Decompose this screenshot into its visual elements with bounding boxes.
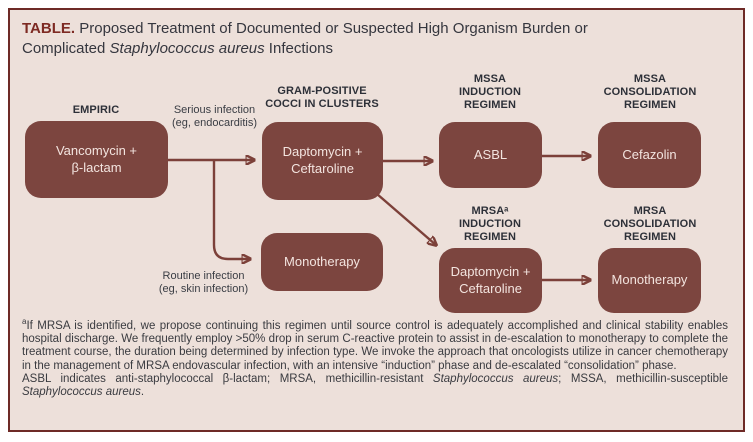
table-title: TABLE. Proposed Treatment of Documented …: [22, 19, 722, 59]
node-vancomycin-beta-lactam: Vancomycin + β-lactam: [25, 121, 168, 198]
col-header-mrsa-induction: MRSAᵃ INDUCTION REGIMEN: [458, 205, 521, 243]
title-line-2: Complicated Staphylococcus aureus Infect…: [22, 39, 722, 59]
footnote-text-1: If MRSA is identified, we propose contin…: [22, 320, 728, 372]
footnote-abbrev-text-2: ; MSSA, methicillin-susceptible: [558, 372, 728, 385]
col-header-mssa-consolidation: MSSA CONSOLIDATION REGIMEN: [603, 73, 697, 111]
footnote-superscript: a: [22, 317, 27, 327]
node-monotherapy-mrsa: Monotherapy: [598, 248, 701, 313]
col-header-mrsa-consolidation: MRSA CONSOLIDATION REGIMEN: [603, 205, 697, 243]
col-header-mssa-induction: MSSA INDUCTION REGIMEN: [458, 73, 521, 111]
title-line-1: TABLE. Proposed Treatment of Documented …: [22, 19, 722, 39]
node-monotherapy-gp: Monotherapy: [261, 233, 383, 291]
edge-label-serious-infection: Serious infection (eg, endocarditis): [172, 104, 257, 129]
footnote-italic-species-1: Staphylococcus aureus: [432, 372, 559, 385]
node-asbl: ASBL: [439, 122, 542, 188]
col-header-empiric: EMPIRIC: [72, 104, 120, 116]
node-daptomycin-ceftaroline-mrsa: Daptomycin + Ceftaroline: [439, 248, 542, 313]
footnote-abbrev-text-1: ASBL indicates anti-staphylococcal β-lac…: [22, 372, 433, 385]
title-label: TABLE.: [22, 20, 76, 37]
footnote-paragraph-1: aIf MRSA is identified, we propose conti…: [22, 317, 728, 373]
title-text-1: Proposed Treatment of Documented or Susp…: [75, 20, 588, 37]
footnote-abbrev-text-3: .: [140, 386, 145, 399]
title-text-3: Infections: [264, 39, 334, 57]
title-text-2: Complicated: [22, 39, 110, 57]
footnote-paragraph-2: ASBL indicates anti-staphylococcal β-lac…: [22, 373, 728, 399]
col-header-gram-positive-cocci: GRAM-POSITIVE COCCI IN CLUSTERS: [265, 85, 379, 110]
title-italic-species: Staphylococcus aureus: [109, 39, 265, 57]
node-daptomycin-ceftaroline-gp: Daptomycin + Ceftaroline: [262, 122, 383, 200]
footnote-italic-species-2: Staphylococcus aureus: [22, 386, 141, 399]
node-cefazolin: Cefazolin: [598, 122, 701, 188]
edge-label-routine-infection: Routine infection (eg, skin infection): [158, 270, 249, 295]
footnote: aIf MRSA is identified, we propose conti…: [22, 317, 728, 399]
